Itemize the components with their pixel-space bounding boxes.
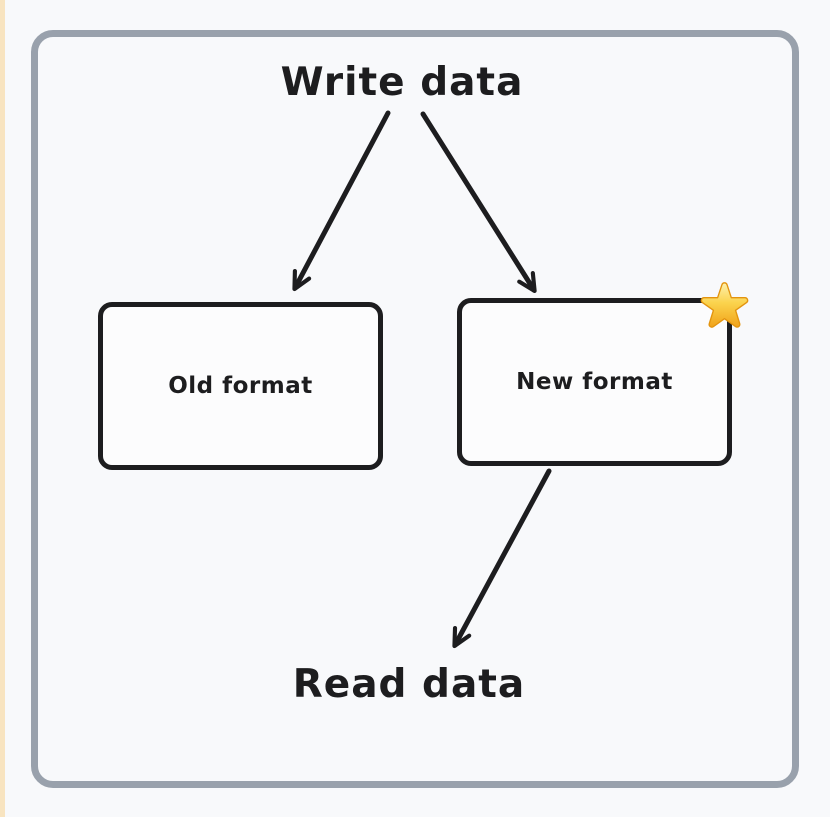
left-edge-strip bbox=[0, 0, 5, 817]
new-format-label: New format bbox=[516, 369, 673, 395]
old-format-box[interactable]: Old format bbox=[98, 302, 383, 470]
diagram-frame bbox=[31, 30, 799, 788]
write-data-label[interactable]: Write data bbox=[280, 60, 524, 105]
read-data-label[interactable]: Read data bbox=[292, 662, 526, 707]
arrow-write-to-old[interactable] bbox=[292, 110, 391, 292]
new-format-box[interactable]: New format bbox=[457, 298, 732, 466]
old-format-label: Old format bbox=[168, 373, 313, 399]
star-icon[interactable] bbox=[700, 280, 749, 329]
arrow-new-to-read[interactable] bbox=[452, 468, 552, 649]
arrow-write-to-new[interactable] bbox=[420, 111, 537, 294]
